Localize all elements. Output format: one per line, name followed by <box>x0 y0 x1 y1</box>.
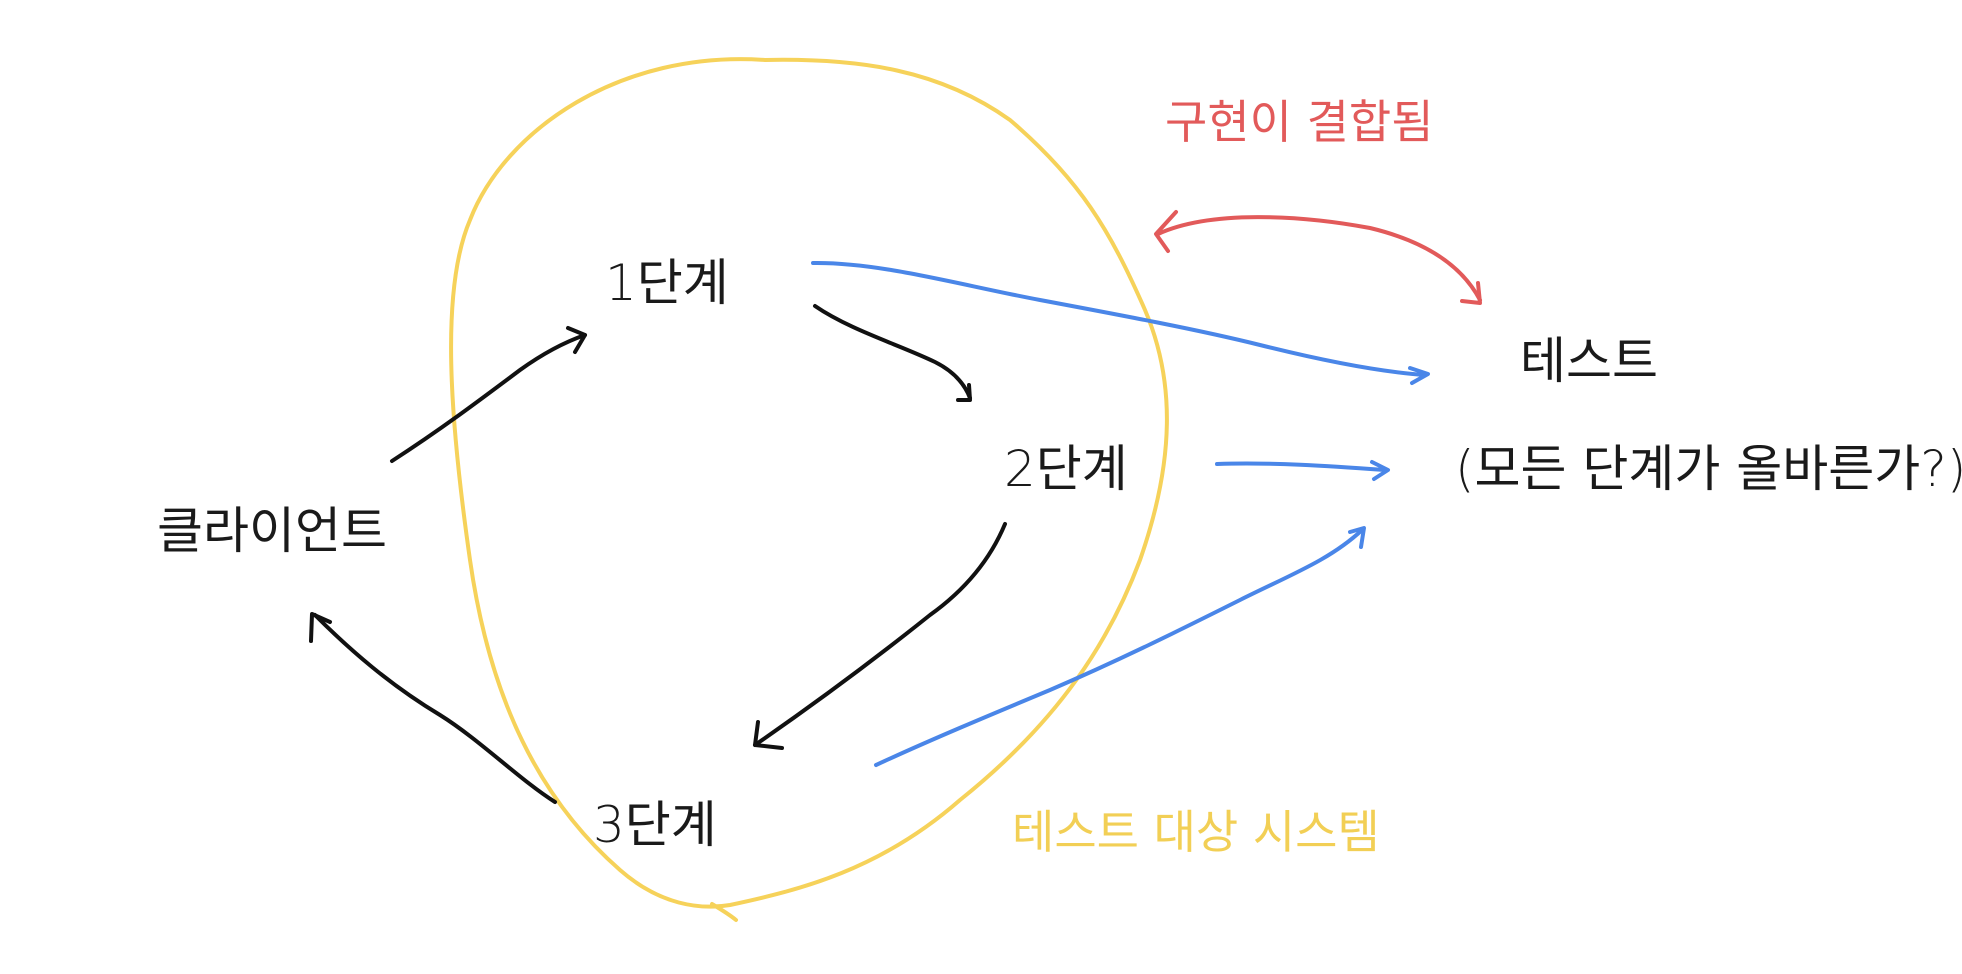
coupling-arrow <box>1154 210 1482 305</box>
test-label: 테스트 <box>1520 332 1658 390</box>
system-under-test-boundary-tail <box>710 902 738 922</box>
flow-arrow-step1-to-step2 <box>813 304 972 402</box>
test-arrow-step1 <box>811 260 1430 385</box>
test-arrow-step3 <box>874 526 1366 767</box>
test-question-label: (모든 단계가 올바른가?) <box>1455 440 1962 498</box>
flow-arrow-step3-to-client <box>309 612 557 804</box>
flow-arrow-step2-to-step3 <box>753 522 1007 750</box>
system-under-test-annotation: 테스트 대상 시스템 <box>1012 805 1380 859</box>
step2-label: 2단계 <box>1004 440 1128 498</box>
flow-arrow-client-to-step1 <box>390 326 587 463</box>
step1-label: 1단계 <box>605 254 729 312</box>
coupling-annotation: 구현이 결합됨 <box>1165 95 1434 149</box>
system-under-test-boundary <box>449 57 1169 909</box>
test-arrow-step2 <box>1215 460 1390 481</box>
client-label: 클라이언트 <box>157 502 387 560</box>
step3-label: 3단계 <box>593 796 717 854</box>
